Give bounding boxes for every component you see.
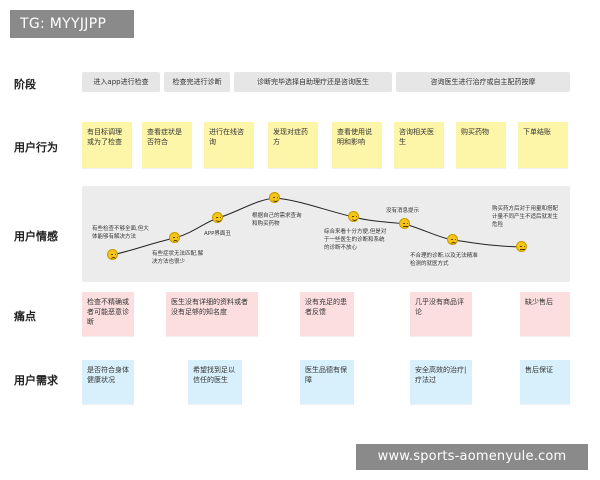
emotion-text: 综合来看十分方便,但是对于一些医生的诊断和系统的诊断不放心	[324, 229, 387, 251]
emotion-text: APP界面丑	[204, 231, 231, 237]
phase-bar: 咨询医生进行治疗或自主配药按摩	[396, 72, 570, 92]
need-note: 医生品德有保障	[300, 360, 354, 404]
emotion-text: 有些症状无法匹配,解决方法也很少	[152, 251, 204, 265]
row-label-stage: 阶段	[14, 78, 36, 91]
emotion-text: 没有消息提示	[386, 208, 420, 214]
behavior-note: 查看使用说明和影响	[332, 122, 382, 168]
emotion-text: 根据自己的需求查询和购买药物	[252, 213, 302, 227]
emotion-text: 购买药方后对于用量和搭配计量不同产生不适后就发生危险	[492, 206, 559, 228]
need-note: 希望找到足以信任的医生	[188, 360, 242, 404]
phase-bar: 进入app进行检查	[82, 72, 160, 92]
sad-face-icon	[107, 249, 118, 260]
emotion-text: 不合理的诊断,以及无法精准检测的就医方式	[410, 253, 478, 267]
watermark-tag: TG: MYYJJPP	[10, 10, 134, 38]
sad-face-icon	[447, 234, 458, 245]
pain-note: 没有充足的患者反馈	[300, 292, 354, 336]
behavior-note: 进行在线咨询	[204, 122, 254, 168]
emotion-text: 有些检查不够全面,但大体能够有解决方法	[92, 226, 149, 240]
behavior-note: 有目标调理或为了检查	[82, 122, 132, 168]
emotion-panel	[82, 186, 570, 282]
pain-note: 检查不精确或者可能恶意诊断	[82, 292, 134, 336]
row-label-need: 用户需求	[14, 374, 58, 387]
behavior-note: 购买药物	[456, 122, 506, 168]
behavior-note: 查看症状是否符合	[142, 122, 192, 168]
emotion-curve-line	[111, 197, 523, 256]
row-label-emotion: 用户情感	[14, 230, 58, 243]
pain-note: 缺少售后	[520, 292, 570, 336]
pain-note: 医生没有详细的资料或者没有足够的知名度	[166, 292, 258, 336]
sad-face-icon	[169, 232, 180, 243]
row-label-pain: 痛点	[14, 310, 36, 323]
behavior-note: 咨询相关医生	[394, 122, 444, 168]
need-note: 安全高效的治疗|疗法过	[410, 360, 472, 404]
behavior-note: 下单结账	[518, 122, 568, 168]
row-label-behavior: 用户行为	[14, 141, 58, 154]
neutral-face-icon	[516, 241, 527, 252]
phase-bar: 检查完进行诊断	[164, 72, 230, 92]
happy-face-icon	[212, 212, 223, 223]
happy-face-icon	[348, 211, 359, 222]
need-note: 售后保证	[520, 360, 570, 404]
need-note: 是否符合身体健康状况	[82, 360, 134, 404]
phase-bar: 诊断完毕选择自助理疗还是咨询医生	[234, 72, 392, 92]
watermark-url: www.sports-aomenyule.com	[356, 444, 588, 470]
pain-note: 几乎没有商品评论	[410, 292, 472, 336]
neutral-face-icon	[399, 218, 410, 229]
behavior-note: 发现对症药方	[268, 122, 318, 168]
happy-face-icon	[269, 192, 280, 203]
